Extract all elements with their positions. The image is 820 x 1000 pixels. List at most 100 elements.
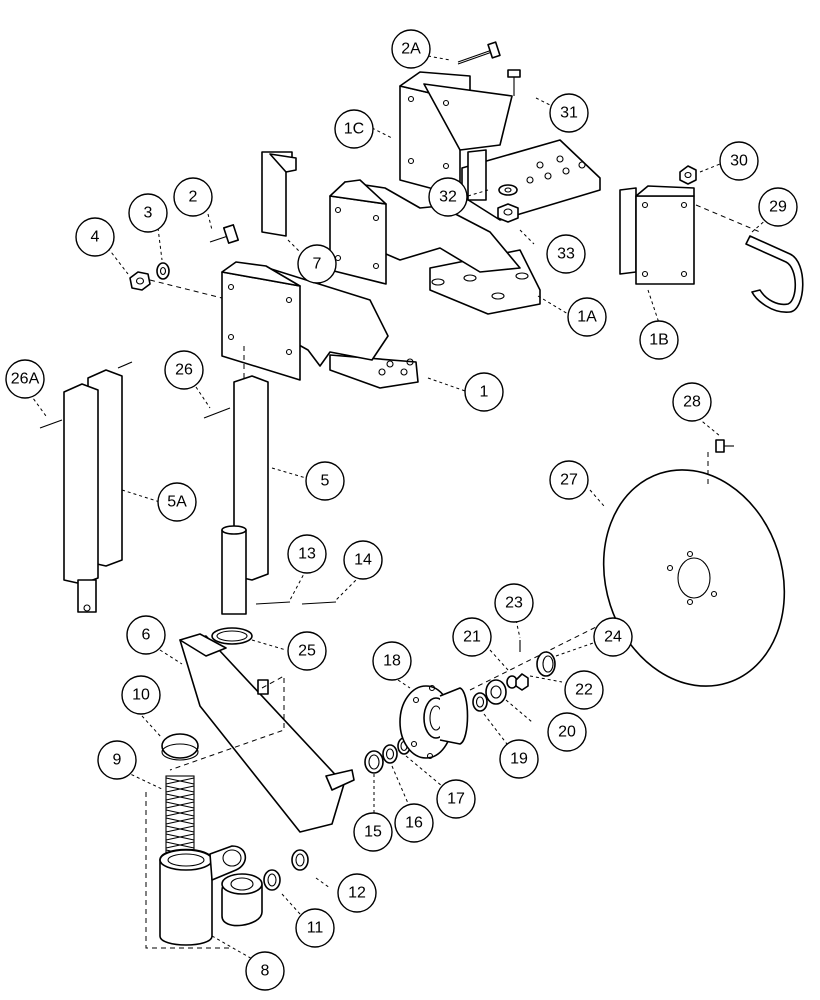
callout-8: 8 <box>245 951 285 991</box>
callout-4: 4 <box>75 217 115 257</box>
callout-7: 7 <box>297 244 337 284</box>
callout-1: 1 <box>464 372 504 412</box>
callout-13-label: 13 <box>298 546 316 563</box>
callout-13: 13 <box>287 534 327 574</box>
callout-18-label: 18 <box>383 653 401 670</box>
callout-26-label: 26 <box>175 362 193 379</box>
callout-1-label: 1 <box>480 384 489 401</box>
part-1B-plate <box>619 185 695 285</box>
part-32-washer <box>498 184 518 196</box>
callout-29-label: 29 <box>769 199 787 216</box>
part-8-housing <box>159 845 263 946</box>
part-2A-bolt <box>457 41 501 65</box>
callout-1C-label: 1C <box>344 121 364 138</box>
callout-32: 32 <box>428 177 468 217</box>
callout-15-label: 15 <box>364 824 382 841</box>
part-33-nut <box>497 203 519 223</box>
callout-7-label: 7 <box>313 256 322 273</box>
callout-26A-label: 26A <box>11 371 40 388</box>
callout-12: 12 <box>337 873 377 913</box>
part-1A-bracket <box>329 179 541 315</box>
callout-31: 31 <box>549 93 589 133</box>
callout-5A: 5A <box>157 482 197 522</box>
callout-22-label: 22 <box>575 682 593 699</box>
callout-2A: 2A <box>391 29 431 69</box>
callout-29: 29 <box>758 187 798 227</box>
callout-30-label: 30 <box>730 153 748 170</box>
callout-18: 18 <box>372 641 412 681</box>
callout-3-label: 3 <box>144 205 153 222</box>
part-16-washer <box>382 744 398 764</box>
callout-17-label: 17 <box>447 791 465 808</box>
leader-lines <box>29 55 769 961</box>
callout-5-label: 5 <box>321 473 330 490</box>
callout-27: 27 <box>549 460 589 500</box>
callout-26: 26 <box>164 350 204 390</box>
callout-21-label: 21 <box>463 629 481 646</box>
callout-24-label: 24 <box>604 629 622 646</box>
part-31-bolt <box>507 69 521 96</box>
callout-33-label: 33 <box>557 246 575 263</box>
callout-5: 5 <box>305 461 345 501</box>
callout-2: 2 <box>173 177 213 217</box>
callout-19-label: 19 <box>510 751 528 768</box>
part-4-nut <box>129 271 151 291</box>
callout-31-label: 31 <box>560 105 578 122</box>
callout-33: 33 <box>546 234 586 274</box>
part-25-o-ring <box>211 627 253 645</box>
callout-20-label: 20 <box>558 724 576 741</box>
callout-1A-label: 1A <box>577 309 597 326</box>
part-11-washer <box>263 869 281 891</box>
callout-12-label: 12 <box>348 885 366 902</box>
part-30-nut <box>679 165 697 185</box>
part-13-pin <box>255 601 291 605</box>
callout-10-label: 10 <box>132 687 150 704</box>
callout-17: 17 <box>436 779 476 819</box>
callout-19: 19 <box>499 739 539 779</box>
callout-21: 21 <box>452 617 492 657</box>
callout-5A-label: 5A <box>167 494 187 511</box>
callout-28: 28 <box>672 382 712 422</box>
callout-10: 10 <box>121 675 161 715</box>
part-18-hub <box>399 684 469 760</box>
part-29-u-bolt <box>745 235 804 313</box>
part-3-washer <box>156 262 170 280</box>
part-9-spring <box>165 775 195 859</box>
callout-14: 14 <box>343 540 383 580</box>
callout-9-label: 9 <box>113 752 122 769</box>
callout-32-label: 32 <box>439 189 457 206</box>
callout-11: 11 <box>295 908 335 948</box>
callout-15: 15 <box>353 812 393 852</box>
callout-1C: 1C <box>334 109 374 149</box>
part-28-bolt <box>715 439 734 453</box>
part-2-bolt <box>209 224 240 244</box>
callout-25-label: 25 <box>298 643 316 660</box>
callout-26A: 26A <box>5 359 45 399</box>
part-1-bracket <box>221 261 419 389</box>
part-19-washer <box>472 692 488 712</box>
callout-11-label: 11 <box>307 920 324 937</box>
callout-20: 20 <box>547 712 587 752</box>
callout-28-label: 28 <box>683 394 701 411</box>
part-1C-bracket <box>399 71 601 221</box>
callout-9: 9 <box>97 740 137 780</box>
callout-16: 16 <box>394 803 434 843</box>
part-14-pin <box>301 601 337 605</box>
part-20-bearing <box>485 679 507 705</box>
callout-8-label: 8 <box>261 963 270 980</box>
part-10-cap <box>161 733 199 761</box>
part-27-disc <box>602 469 786 687</box>
callout-2-label: 2 <box>189 189 198 206</box>
callout-16-label: 16 <box>405 815 423 832</box>
callout-23: 23 <box>494 583 534 623</box>
part-6-arm <box>169 633 355 833</box>
part-22-nut <box>515 673 529 691</box>
callout-25: 25 <box>287 631 327 671</box>
part-5A-shanks <box>63 369 123 613</box>
callout-22: 22 <box>564 670 604 710</box>
callout-1B-label: 1B <box>649 332 669 349</box>
callout-14-label: 14 <box>354 552 372 569</box>
callout-1B: 1B <box>639 320 679 360</box>
part-5-shank <box>221 375 269 615</box>
